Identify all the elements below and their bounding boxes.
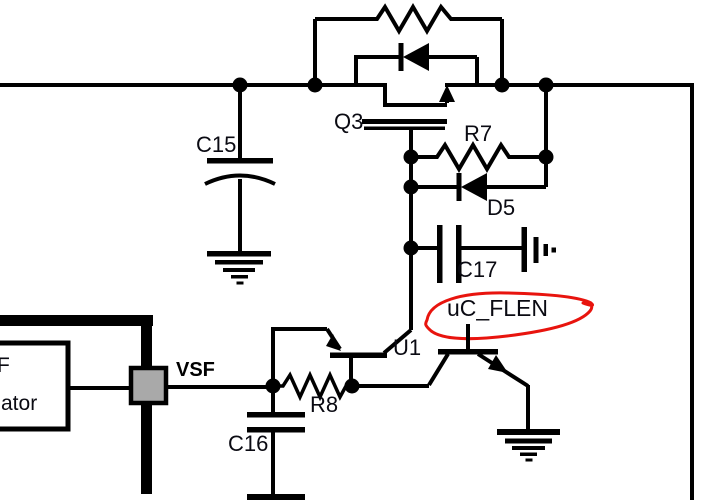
transistor-base-bar	[438, 349, 498, 355]
cap-plate	[437, 225, 443, 283]
c17-label: C17	[457, 257, 497, 282]
r7-label: R7	[464, 121, 492, 146]
regulator-box: F ator	[0, 340, 131, 432]
junction-dot	[538, 77, 554, 93]
fet-channel-bar	[362, 119, 447, 124]
junction-dot	[403, 240, 419, 256]
u1-label: U1	[393, 335, 421, 360]
cap-ground-bar	[247, 494, 305, 500]
r8-resistor	[273, 370, 352, 402]
npn-emitter-arrow-icon	[488, 355, 508, 373]
cap-curved-plate	[204, 173, 276, 186]
c15-label: C15	[196, 132, 236, 157]
pnp-emitter-arrow-icon	[326, 334, 341, 351]
diode-cathode-bar	[456, 173, 462, 201]
cap-plate	[207, 158, 273, 164]
fet-gate-bar	[364, 126, 445, 130]
junction-dot	[265, 378, 281, 394]
d5-label: D5	[487, 195, 515, 220]
net-tap-square	[128, 365, 169, 406]
fet-source-arrow-icon	[439, 85, 455, 102]
transistor-base-bar	[330, 352, 387, 358]
junction-dot	[344, 378, 360, 394]
cap-plate	[247, 427, 305, 433]
c15-ground-icon	[207, 251, 271, 285]
diode-cathode-bar	[398, 43, 404, 71]
junction-dot	[307, 77, 323, 93]
vsf-net-label: VSF	[176, 359, 215, 381]
c15-capacitor	[204, 85, 276, 252]
r8-label: R8	[310, 392, 338, 417]
power-rail	[0, 83, 694, 500]
q3-label: Q3	[334, 109, 363, 134]
u1-pnp-transistor	[271, 327, 413, 386]
u1-npn-transistor	[352, 324, 530, 430]
bypass-resistor	[313, 3, 504, 85]
regulator-box-text-line1: F	[0, 354, 10, 377]
d5-diode	[411, 173, 546, 201]
body-diode	[354, 43, 479, 85]
diode-arrow-icon	[403, 43, 429, 71]
junction-dot	[232, 77, 248, 93]
uc-flen-annotation-circle	[424, 291, 595, 341]
junction-dot	[403, 179, 419, 195]
c17-ground-icon	[521, 227, 556, 272]
cap-plate	[247, 412, 305, 418]
npn-ground-icon	[497, 429, 560, 462]
cap-plate	[456, 225, 462, 283]
c16-label: C16	[228, 431, 268, 456]
q3-pfet	[362, 83, 455, 330]
junction-dot	[494, 77, 510, 93]
uc-flen-net-label: uC_FLEN	[447, 295, 548, 321]
regulator-box-text-line2: ator	[1, 392, 37, 415]
diode-arrow-icon	[461, 173, 487, 201]
junction-dot	[403, 149, 419, 165]
r7-resistor	[411, 85, 548, 187]
junction-dot	[538, 149, 554, 165]
junction-dots	[232, 77, 554, 394]
